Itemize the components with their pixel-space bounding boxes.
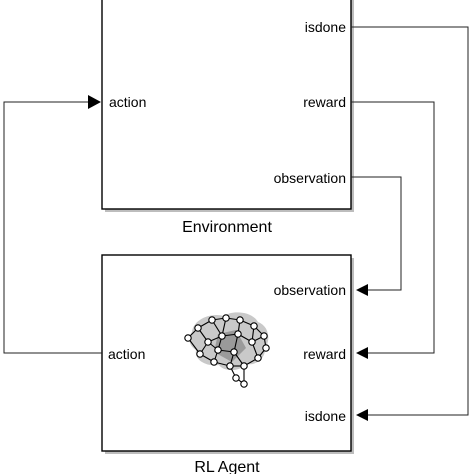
- rl-agent-port-action: action: [108, 346, 145, 362]
- observation-arrowhead: [356, 284, 368, 296]
- rl-agent-port-isdone: isdone: [305, 408, 346, 424]
- environment-port-observation: observation: [274, 170, 346, 186]
- environment-block[interactable]: action isdone reward observation: [101, 0, 354, 212]
- rl-agent-port-observation: observation: [274, 282, 346, 298]
- environment-port-reward: reward: [303, 94, 346, 110]
- rl-agent-block[interactable]: action observation reward isdone: [101, 254, 354, 454]
- signal-line-reward[interactable]: [351, 101, 435, 359]
- environment-port-isdone: isdone: [305, 19, 346, 35]
- signal-line-observation[interactable]: [351, 176, 402, 296]
- isdone-arrowhead: [356, 409, 368, 421]
- environment-port-action: action: [109, 94, 146, 110]
- network-nodes: [184, 314, 270, 388]
- neural-network-brain-icon: [184, 312, 270, 388]
- signal-line-action[interactable]: [3, 95, 102, 354]
- rl-agent-caption: RL Agent: [194, 459, 260, 474]
- action-arrowhead: [88, 95, 101, 109]
- environment-block-body: [101, 0, 352, 210]
- reward-arrowhead: [356, 347, 368, 359]
- rl-agent-port-reward: reward: [303, 346, 346, 362]
- signal-line-isdone[interactable]: [351, 26, 469, 421]
- environment-caption: Environment: [182, 219, 272, 236]
